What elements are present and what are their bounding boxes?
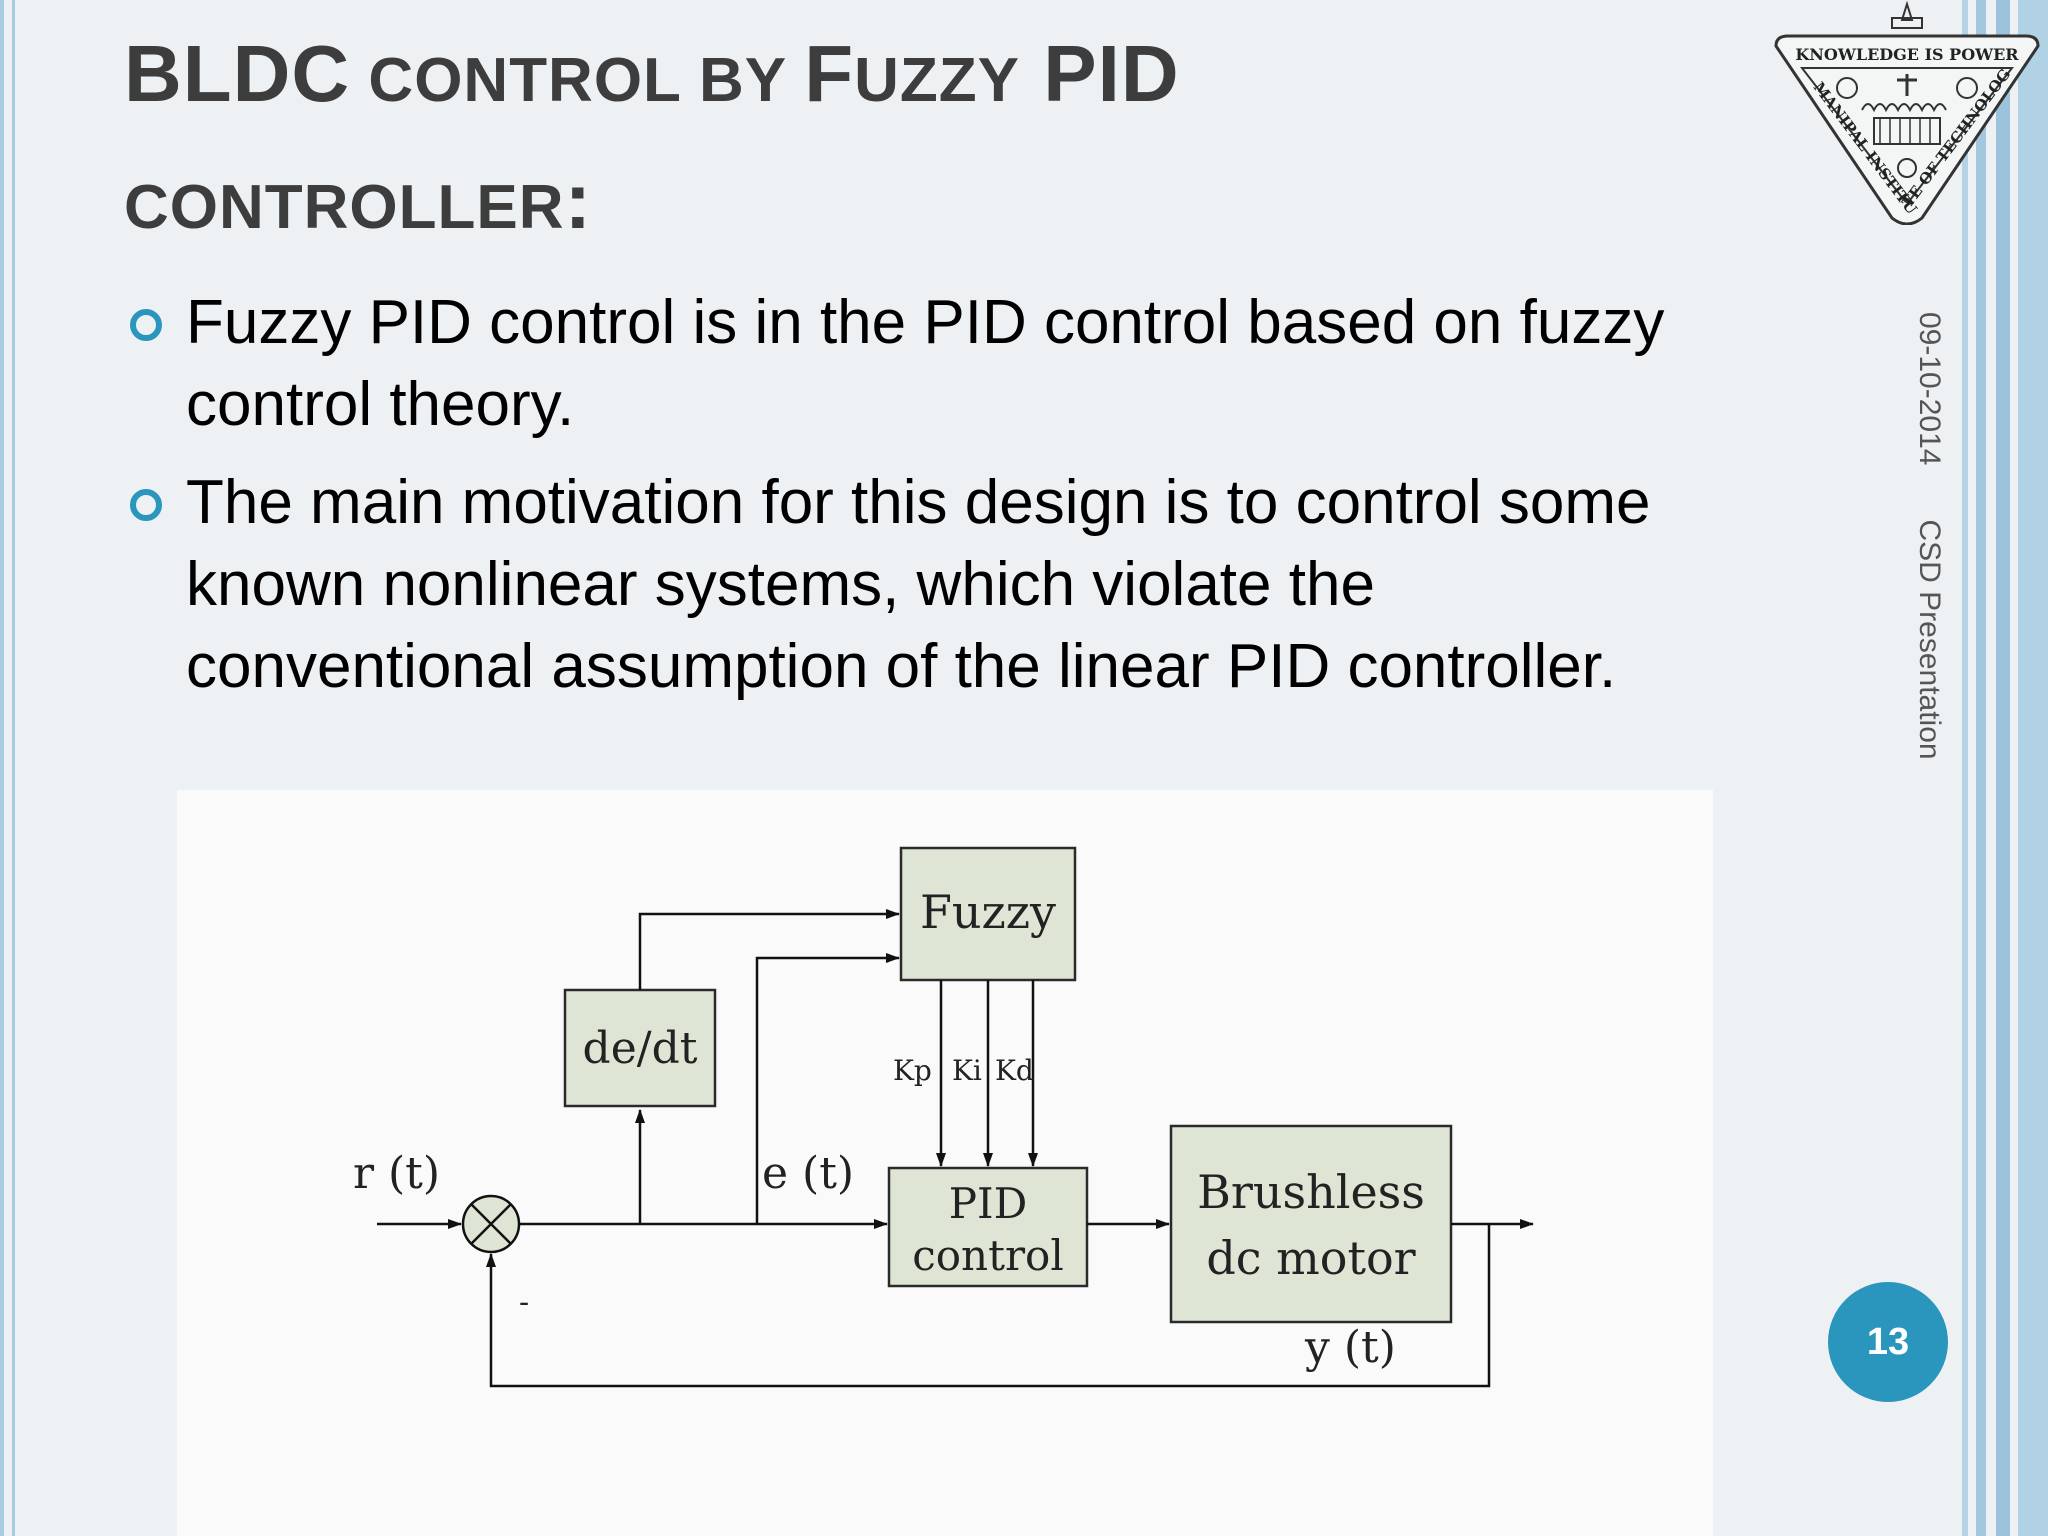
title-part: UZZY xyxy=(854,46,1021,115)
feedback-arrow xyxy=(486,1224,1491,1388)
side-footer: 09-10-2014CSD Presentation xyxy=(1890,312,1970,932)
right-border-bar xyxy=(1976,0,1986,1536)
dedt-block xyxy=(563,988,717,1108)
dedt-to-fuzzy-arrow xyxy=(638,909,900,990)
title-part: CONTROL BY xyxy=(350,46,805,115)
motor-block xyxy=(1169,1124,1453,1324)
bullet-text: Fuzzy PID control is in the PID control … xyxy=(186,288,1665,439)
bullet-item: Fuzzy PID control is in the PID control … xyxy=(124,282,1724,446)
slide-title: BLDC CONTROL BY FUZZY PID CONTROLLER: xyxy=(124,22,1684,276)
side-presentation-name: CSD Presentation xyxy=(1913,519,1946,760)
title-part: F xyxy=(804,29,855,118)
institute-logo: KNOWLEDGE IS POWER MANIPAL INSTITUTE OF … xyxy=(1756,0,2048,226)
pid-label-line2: control xyxy=(912,1231,1064,1280)
error-to-fuzzy-arrow xyxy=(755,953,900,1224)
right-border-bar xyxy=(2018,0,2048,1536)
kp-label: Kp xyxy=(893,1054,932,1087)
side-date-presentation: 09-10-2014CSD Presentation xyxy=(1912,312,1946,760)
kd-label: Kd xyxy=(995,1054,1034,1087)
title-part: CONTROLLER xyxy=(124,173,565,242)
title-part: BLDC xyxy=(124,29,351,118)
title-part: PID xyxy=(1020,29,1180,118)
pid-label-line1: PID xyxy=(949,1179,1028,1228)
logo-top-text: KNOWLEDGE IS POWER xyxy=(1795,45,2019,64)
ki-label: Ki xyxy=(952,1054,982,1087)
right-border-bar xyxy=(1996,0,2010,1536)
right-border-bar xyxy=(1962,0,1968,1536)
dedt-label: de/dt xyxy=(583,1023,698,1074)
pid-control-block xyxy=(887,1166,1089,1288)
y-signal-label: y (t) xyxy=(1304,1322,1396,1373)
fuzzy-block xyxy=(899,846,1077,982)
left-border-line-2 xyxy=(12,0,15,1536)
title-part: : xyxy=(564,156,593,245)
bullet-item: The main motivation for this design is t… xyxy=(124,462,1724,708)
block-diagram: Fuzzy de/dt PID control Brushless dc mot… xyxy=(177,790,1713,1536)
bullet-text: The main motivation for this design is t… xyxy=(186,468,1651,701)
bullet-circle-icon xyxy=(130,489,162,521)
e-signal-label: e (t) xyxy=(762,1148,854,1199)
motor-label-line2: dc motor xyxy=(1206,1231,1415,1285)
bullet-list: Fuzzy PID control is in the PID control … xyxy=(124,282,1724,724)
side-date: 09-10-2014 xyxy=(1913,312,1946,466)
bullet-circle-icon xyxy=(130,309,162,341)
diagram-canvas: Fuzzy de/dt PID control Brushless dc mot… xyxy=(353,846,1534,1388)
page-number-badge: 13 xyxy=(1828,1282,1948,1402)
motor-label-line1: Brushless xyxy=(1197,1165,1425,1219)
left-border-line xyxy=(0,0,4,1536)
minus-sign: - xyxy=(519,1285,529,1320)
summing-cross xyxy=(470,1203,512,1245)
fuzzy-label: Fuzzy xyxy=(920,885,1056,939)
r-signal-label: r (t) xyxy=(353,1148,440,1199)
